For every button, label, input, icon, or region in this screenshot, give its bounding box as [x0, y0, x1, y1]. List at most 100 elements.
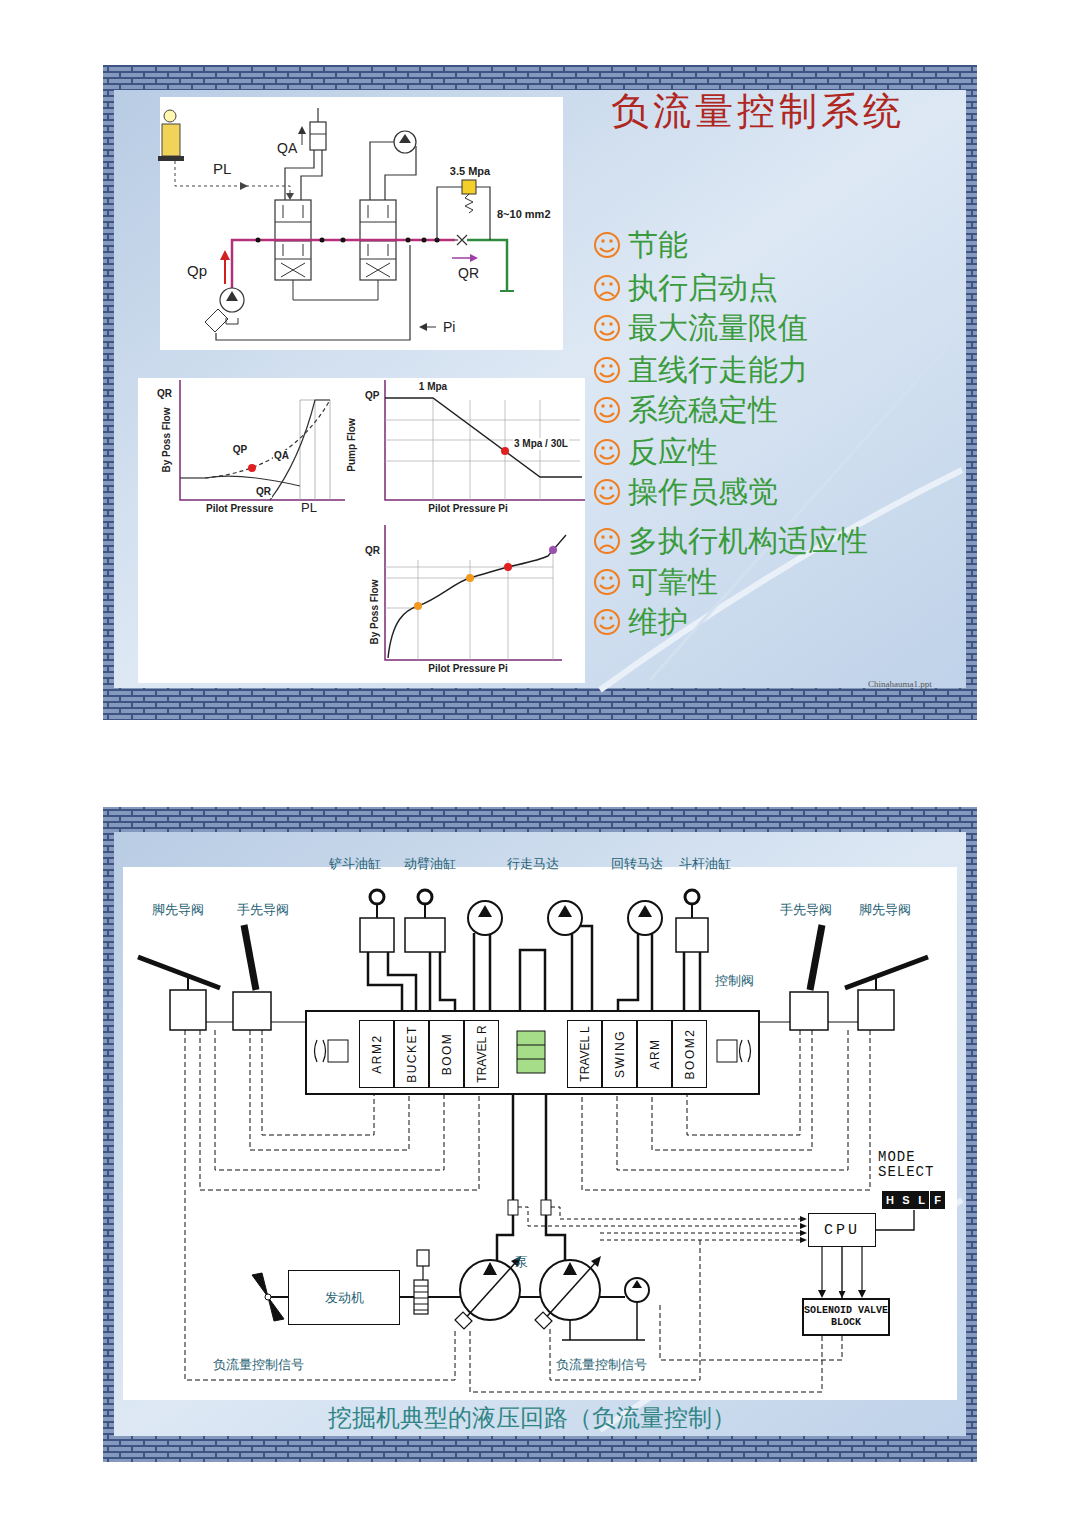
flow-arrow: [452, 257, 472, 259]
axis-title: Pump Flow: [346, 417, 358, 472]
point-label: 1 Mpa: [418, 381, 448, 393]
signal-name: Pi: [442, 319, 456, 335]
component-label: 回转马达: [611, 857, 663, 871]
pilot-signal-line: [216, 245, 410, 340]
hydraulic-line: [497, 1215, 513, 1262]
supply-line: [232, 240, 455, 288]
flow-name: Qp: [186, 262, 208, 279]
arrowhead: [220, 250, 230, 260]
cylinder-symbol: [310, 122, 326, 150]
arrowhead: [800, 1230, 807, 1236]
smiley-eye: [609, 576, 612, 579]
hydraulic-line: [580, 926, 592, 1010]
smiley-eye: [609, 364, 612, 367]
axis-title: Pilot Pressure Pi: [427, 503, 508, 515]
smiley-mouth: [600, 546, 614, 550]
pressure-setting: 3.5 Mpa: [449, 165, 491, 178]
cylinder-eye: [370, 890, 384, 904]
arrowhead: [419, 323, 427, 331]
smiley-eye: [601, 576, 604, 579]
smiley-eye: [609, 446, 612, 449]
gear-teeth: [414, 1286, 428, 1310]
flow-name: QA: [276, 140, 298, 156]
connector: [876, 1210, 914, 1230]
list-item: 直线行走能力: [628, 354, 808, 386]
pedal-stem: [187, 975, 189, 990]
component-label: 铲斗油缸: [329, 857, 381, 871]
section-label: SWING: [614, 1030, 626, 1078]
decor-line: [600, 470, 962, 690]
list-item: 最大流量限值: [628, 312, 808, 344]
slide-background: [114, 90, 966, 688]
cylinder-symbol: [360, 918, 394, 952]
valve-flow-path: [283, 205, 303, 256]
lever-base: [158, 156, 184, 161]
pump-triangle: [226, 291, 238, 301]
piston-rod: [310, 108, 326, 134]
smiley-eye: [609, 404, 612, 407]
arrowhead: [298, 126, 306, 134]
component-label: 手先导阀: [236, 903, 290, 917]
data-point: [549, 546, 557, 554]
pedal-stem: [875, 975, 877, 990]
section-label: TRAVEL R: [476, 1025, 488, 1082]
grid-line: [300, 400, 330, 500]
pump-triangle: [563, 1262, 577, 1275]
cylinder-eye: [418, 890, 432, 904]
tank-symbol: [500, 290, 514, 292]
list-item: 操作员感觉: [628, 476, 778, 508]
relief-valve: [717, 1040, 737, 1062]
smiley-eye: [601, 364, 604, 367]
pilot-signal-line: [262, 1030, 374, 1135]
panel-label: MODE SELECT: [878, 1150, 950, 1179]
smiley-face: [595, 570, 619, 594]
chart-curve: [270, 400, 330, 500]
signal-label: 负流量控制信号: [555, 1358, 648, 1373]
port-line: [370, 142, 394, 200]
component-label: 斗杆油缸: [679, 857, 731, 871]
signal-name: PL: [212, 160, 232, 177]
chart-axis: [180, 380, 345, 500]
valve-section: BOOM2: [672, 1020, 707, 1088]
button-letter: S: [902, 1194, 909, 1206]
arrowhead: [858, 1290, 866, 1298]
button-letter: F: [934, 1194, 941, 1206]
mode-button: H: [882, 1191, 898, 1209]
pilot-signal-line: [687, 1030, 800, 1135]
axis-title: Pilot Pressure Pi: [427, 663, 508, 675]
list-item: 执行启动点: [628, 272, 778, 304]
junction-dot: [320, 238, 325, 243]
data-point: [248, 464, 256, 472]
pilot-signal-line: [617, 1030, 848, 1170]
pressure-sensor: [508, 1200, 518, 1215]
list-item: 可靠性: [628, 566, 718, 598]
smiley-mouth: [600, 248, 614, 252]
button-letter: H: [886, 1194, 894, 1206]
component-label: 动臂油缸: [404, 857, 456, 871]
solenoid-block: SOLENOID VALVE BLOCK: [802, 1298, 890, 1336]
regulator-symbol: [535, 1312, 552, 1329]
section-label: ARM2: [371, 1034, 383, 1073]
smiley-face: [595, 480, 619, 504]
slide-frame: [103, 807, 977, 1462]
hydraulic-line: [368, 952, 402, 1010]
data-point: [466, 574, 474, 582]
hydraulic-line: [684, 952, 700, 1010]
hydraulic-line: [440, 952, 455, 1010]
pilot-valve-body: [170, 990, 206, 1030]
section-label: BOOM: [441, 1033, 453, 1076]
smiley-face: [595, 276, 619, 300]
hydraulic-line: [474, 933, 490, 1010]
hand-lever: [244, 925, 256, 990]
relief-valve: [328, 1040, 348, 1062]
fan-hub: [265, 1294, 271, 1300]
smiley-eye: [601, 404, 604, 407]
smiley-eye: [601, 616, 604, 619]
axis-label: QR: [364, 545, 381, 557]
drive-shaft: [271, 1296, 288, 1298]
hydraulic-line: [651, 934, 654, 1010]
